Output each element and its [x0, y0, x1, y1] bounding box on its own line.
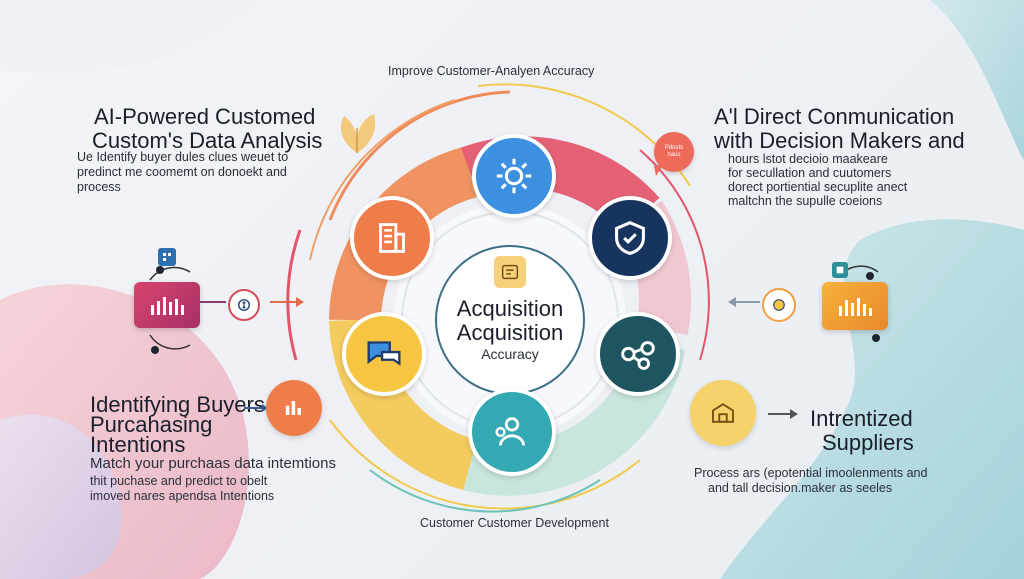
left-bottom-desc-line2: thit puchase and predict to obelt [90, 474, 268, 488]
left-bottom-node[interactable] [266, 380, 322, 436]
right-top-title-line1: A'l Direct Conmunication [714, 104, 955, 129]
right-bottom-node[interactable] [690, 380, 756, 446]
people-icon [495, 417, 525, 446]
right-top-mini-icon [832, 262, 848, 278]
left-top-title-line1: AI-Powered Customed [94, 104, 316, 129]
right-top-desc-line3: dorect portiential secuplite anect [728, 180, 908, 194]
outer-arc-left [286, 229, 302, 361]
coin-icon [773, 299, 785, 311]
coin-icon [238, 299, 250, 311]
left-bottom-desc-line3: imoved nares apendsa Intentions [90, 489, 275, 503]
left-top-mini-icon [158, 248, 176, 266]
left-bottom-desc-line1: Match your purchaas data intemtions [90, 455, 336, 472]
center-badge-icon [494, 256, 526, 288]
center-title-line2: Acquisition [456, 320, 564, 345]
left-money-node[interactable] [228, 289, 260, 321]
left-top-desc-line3: process [77, 180, 121, 194]
outer-arc-orange2 [309, 99, 456, 261]
right-top-desc-line1: hours lstot decioio maakeare [728, 152, 888, 166]
outer-arc-teal-bottom [369, 469, 601, 513]
left-chart-box[interactable] [134, 282, 200, 328]
outer-arc-red-right [639, 149, 710, 361]
right-bottom-title-line1: Intrentized [810, 406, 913, 431]
left-top-desc-line1: Ue Identify buyer dules clues weuet to [77, 150, 289, 164]
outer-arc-orange [328, 90, 511, 221]
node-shield[interactable] [588, 196, 672, 280]
right-top-desc-line4: maltchn the supulle coeions [728, 194, 883, 208]
left-bottom-title-line1: Identifying Buyers [90, 392, 265, 417]
center-title-line1: Acquisition [456, 296, 564, 321]
right-chart-box[interactable] [822, 282, 888, 330]
left-top-title-line2: Custom's Data Analysis [92, 128, 323, 153]
shield-icon [615, 220, 645, 255]
chart-icon [151, 297, 184, 315]
left-bottom-title-line3: Intentions [90, 432, 186, 457]
node-people[interactable] [468, 388, 556, 476]
top-label: Improve Customer-Analyen Accuracy [388, 64, 595, 78]
outer-arc-yellow-bottom [329, 419, 641, 510]
right-bottom-desc-line1: Process ars (epotential imoolenments and [694, 466, 928, 480]
node-network[interactable] [596, 312, 680, 396]
building-icon [379, 223, 405, 253]
left-top-desc-line2: predinct me coomemt on donoekt and [77, 165, 287, 179]
center-subtitle: Accuracy [481, 346, 539, 362]
left-bottom-title-line2: Purcahasing [90, 412, 213, 437]
right-bottom-title-line2: Suppliers [822, 430, 914, 455]
right-money-node[interactable] [762, 288, 796, 322]
right-top-desc-line2: for secullation and cuutomers [728, 166, 892, 180]
gear-icon [496, 158, 532, 194]
mini-grid-icon [163, 253, 171, 261]
bubble-text: Pdnsts naus [664, 145, 684, 158]
mini-grid-icon [836, 266, 844, 274]
leaf-decoration [340, 114, 376, 153]
chat-icon [367, 341, 401, 366]
right-top-title-line2: with Decision Makers and [714, 128, 965, 153]
chart-icon [839, 298, 872, 316]
node-chat[interactable] [342, 312, 426, 396]
network-icon [621, 341, 655, 370]
node-building[interactable] [350, 196, 434, 280]
warehouse-icon [712, 403, 734, 423]
node-gear[interactable] [472, 134, 556, 218]
bars-icon [285, 401, 301, 415]
bubble-tail [654, 164, 664, 176]
bottom-label: Customer Customer Development [420, 516, 609, 530]
right-bottom-desc-line2: and tall decision.maker as seeles [708, 481, 893, 495]
